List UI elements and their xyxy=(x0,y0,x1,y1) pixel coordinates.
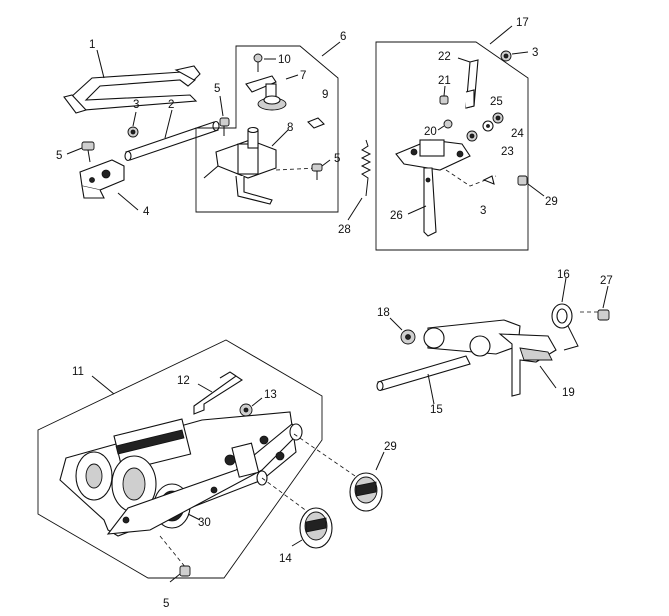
callout-label: 24 xyxy=(511,128,524,140)
callout-label: 3 xyxy=(133,99,139,111)
callout-label: 22 xyxy=(438,51,451,63)
spring-part xyxy=(551,303,579,351)
gear-mechanism-part xyxy=(59,411,303,537)
latch-part xyxy=(395,139,497,187)
callout-label: 3 xyxy=(532,47,538,59)
shaft-part xyxy=(376,355,471,392)
link-rod-part xyxy=(423,167,437,237)
callout-label: 16 xyxy=(557,269,570,281)
nut-part xyxy=(500,50,512,62)
callout-label: 4 xyxy=(143,206,150,218)
callout-label: 3 xyxy=(480,205,486,217)
screw-part xyxy=(311,163,323,180)
nut-part xyxy=(400,329,416,345)
callout-label: 15 xyxy=(430,404,443,416)
bracket-part xyxy=(79,159,125,199)
callout-label: 27 xyxy=(600,275,613,287)
leader-line xyxy=(164,109,173,139)
callout-label: 5 xyxy=(334,153,340,165)
leader-line xyxy=(96,49,105,79)
shaft-part xyxy=(124,120,220,162)
callout-label: 29 xyxy=(545,196,558,208)
clip-part xyxy=(307,117,325,129)
callout-label: 5 xyxy=(163,598,169,610)
callout-label: 5 xyxy=(56,150,62,162)
washer-part xyxy=(482,120,494,132)
callout-label: 9 xyxy=(322,89,328,101)
callout-label: 7 xyxy=(300,70,306,82)
screw-part xyxy=(443,119,453,129)
callout-label: 28 xyxy=(338,224,351,236)
callout-label: 5 xyxy=(214,83,220,95)
callout-label: 26 xyxy=(390,210,403,222)
callout-label: 18 xyxy=(377,307,390,319)
callout-label: 30 xyxy=(198,517,211,529)
cam-part xyxy=(245,75,287,111)
assembly-frame-11 xyxy=(37,339,323,579)
callout-label: 1 xyxy=(89,39,95,51)
callout-label: 23 xyxy=(501,146,514,158)
screw-part xyxy=(580,309,610,321)
screw-part xyxy=(439,95,449,105)
spring-part xyxy=(360,139,372,197)
knob-part xyxy=(299,507,333,549)
callout-label: 19 xyxy=(562,387,575,399)
screw-part xyxy=(179,565,191,577)
callout-label: 14 xyxy=(279,553,292,565)
callout-label: 12 xyxy=(177,375,190,387)
callout-label: 6 xyxy=(340,31,346,43)
nut-part xyxy=(127,126,139,138)
assembly-frame-6 xyxy=(195,45,339,213)
callout-label: 2 xyxy=(168,99,174,111)
callout-label: 8 xyxy=(287,122,293,134)
screw-part xyxy=(253,53,263,72)
assembly-frame-17 xyxy=(375,41,529,251)
callout-label: 10 xyxy=(278,54,291,66)
handle-part xyxy=(63,65,201,114)
callout-label: 20 xyxy=(424,126,437,138)
lever-arm-part xyxy=(423,319,557,397)
screw-part xyxy=(219,117,230,136)
callout-label: 29 xyxy=(384,441,397,453)
bracket-part xyxy=(203,126,277,205)
knob-part xyxy=(349,472,383,512)
callout-label: 13 xyxy=(264,389,277,401)
screw-part xyxy=(81,141,95,163)
lever-part xyxy=(465,59,479,109)
nut-part xyxy=(239,403,253,417)
callout-label: 21 xyxy=(438,75,451,87)
callout-label: 11 xyxy=(72,366,84,378)
callout-label: 25 xyxy=(490,96,503,108)
callout-label: 17 xyxy=(516,17,529,29)
screw-part xyxy=(517,175,528,186)
nut-part xyxy=(492,112,504,124)
lever-part xyxy=(193,371,244,415)
nut-part xyxy=(482,175,495,185)
bushing-part xyxy=(466,130,478,142)
